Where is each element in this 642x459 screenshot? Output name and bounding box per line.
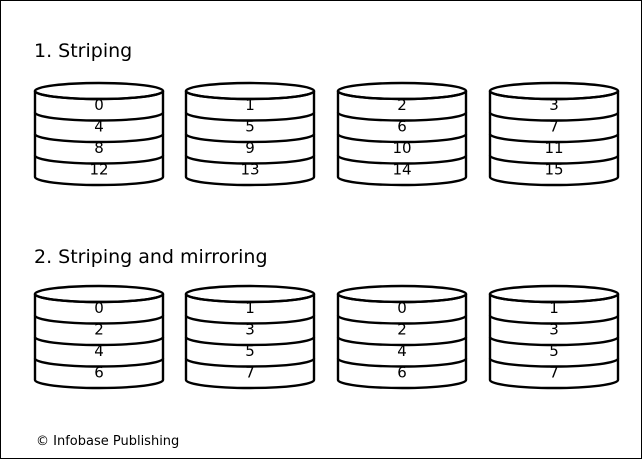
band-divider <box>33 358 165 368</box>
block-label: 8 <box>94 139 104 157</box>
block-label: 11 <box>544 139 563 157</box>
band-divider <box>33 315 165 325</box>
block-label: 15 <box>544 161 563 179</box>
block-label: 7 <box>245 364 255 382</box>
band-divider <box>488 112 620 122</box>
band-divider <box>184 293 316 304</box>
disk-1-3: 2 6 10 14 <box>336 81 468 187</box>
disk-1-1: 0 4 8 12 <box>33 81 165 187</box>
block-label: 7 <box>549 364 559 382</box>
block-label: 14 <box>392 161 411 179</box>
block-label: 4 <box>94 342 104 360</box>
band-divider <box>33 293 165 304</box>
band-divider <box>184 336 316 347</box>
block-label: 7 <box>549 118 559 136</box>
band-divider <box>488 90 620 101</box>
disk-1-2: 1 5 9 13 <box>184 81 316 187</box>
band-divider <box>336 133 468 144</box>
band-divider <box>33 90 165 101</box>
block-label: 13 <box>240 161 259 179</box>
section-title-striping-mirroring: 2. Striping and mirroring <box>34 246 268 268</box>
band-divider <box>33 112 165 122</box>
band-divider <box>33 155 165 165</box>
block-label: 0 <box>94 299 104 317</box>
block-label: 5 <box>245 342 255 360</box>
band-divider <box>488 315 620 325</box>
band-divider <box>336 90 468 101</box>
band-divider <box>336 155 468 165</box>
block-label: 6 <box>397 364 407 382</box>
band-divider <box>336 336 468 347</box>
band-divider <box>33 336 165 347</box>
band-divider <box>184 90 316 101</box>
block-label: 1 <box>549 299 559 317</box>
band-divider <box>184 358 316 368</box>
block-label: 3 <box>549 321 559 339</box>
disk-2-4: 1 3 5 7 <box>488 284 620 390</box>
band-divider <box>488 155 620 165</box>
block-label: 5 <box>549 342 559 360</box>
disk-2-1: 0 2 4 6 <box>33 284 165 390</box>
band-divider <box>184 112 316 122</box>
disk-2-3: 0 2 4 6 <box>336 284 468 390</box>
block-label: 0 <box>94 96 104 114</box>
block-label: 6 <box>397 118 407 136</box>
block-label: 0 <box>397 299 407 317</box>
disk-1-4: 3 7 11 15 <box>488 81 620 187</box>
band-divider <box>488 336 620 347</box>
copyright-credit: © Infobase Publishing <box>36 434 180 449</box>
block-label: 5 <box>245 118 255 136</box>
band-divider <box>336 315 468 325</box>
block-label: 12 <box>89 161 108 179</box>
block-label: 1 <box>245 96 255 114</box>
band-divider <box>488 293 620 304</box>
band-divider <box>33 133 165 144</box>
band-divider <box>488 133 620 144</box>
block-label: 2 <box>94 321 104 339</box>
block-label: 10 <box>392 139 411 157</box>
band-divider <box>488 358 620 368</box>
band-divider <box>336 112 468 122</box>
band-divider <box>184 315 316 325</box>
band-divider <box>184 133 316 144</box>
disk-2-2: 1 3 5 7 <box>184 284 316 390</box>
block-label: 3 <box>245 321 255 339</box>
block-label: 2 <box>397 96 407 114</box>
block-label: 9 <box>245 139 255 157</box>
block-label: 4 <box>397 342 407 360</box>
band-divider <box>336 293 468 304</box>
band-divider <box>336 358 468 368</box>
band-divider <box>184 155 316 165</box>
block-label: 6 <box>94 364 104 382</box>
section-title-striping: 1. Striping <box>34 40 133 62</box>
block-label: 4 <box>94 118 104 136</box>
block-label: 2 <box>397 321 407 339</box>
block-label: 3 <box>549 96 559 114</box>
block-label: 1 <box>245 299 255 317</box>
